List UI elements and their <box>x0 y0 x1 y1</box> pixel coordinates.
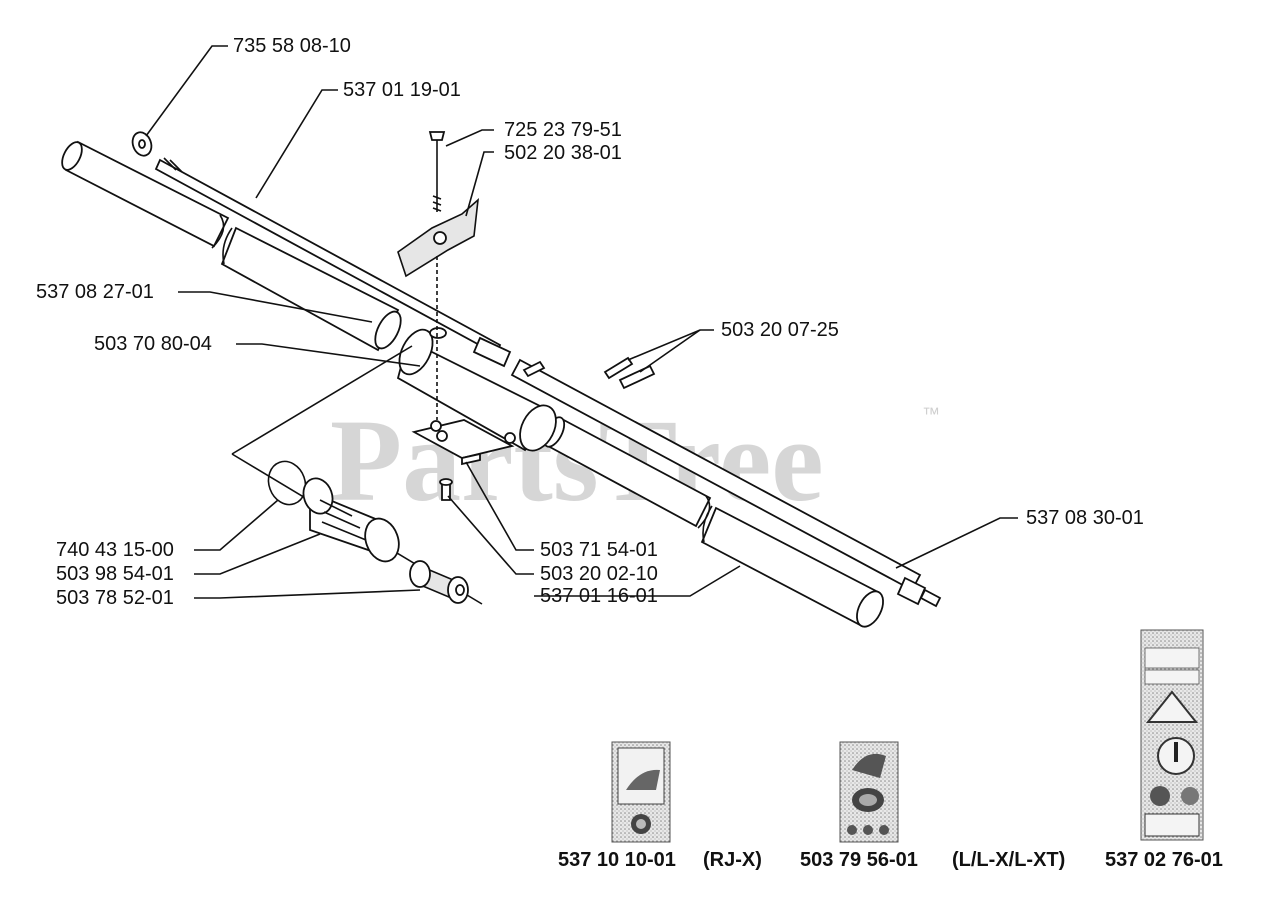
decal-variant-rj-x: (RJ-X) <box>703 849 762 871</box>
callout-537-01-19-01: 537 01 19-01 <box>343 79 461 101</box>
callout-503-78-52-01: 503 78 52-01 <box>56 587 174 609</box>
callout-537-08-30-01: 537 08 30-01 <box>1026 507 1144 529</box>
decal-rj-x <box>611 741 671 843</box>
callout-537-08-27-01: 537 08 27-01 <box>36 281 154 303</box>
callout-725-23-79-51: 725 23 79-51 <box>504 119 622 141</box>
shaft-upper-tube <box>61 140 402 352</box>
callout-503-20-07-25: 503 20 07-25 <box>721 319 839 341</box>
decal-part-537-02-76-01: 537 02 76-01 <box>1105 849 1223 871</box>
clamp-housing <box>396 327 557 452</box>
part-callouts: 735 58 08-10 537 01 19-01 725 23 79-51 5… <box>36 35 1144 609</box>
callout-502-20-38-01: 502 20 38-01 <box>504 142 622 164</box>
decal-variant-l-lx-lxt: (L/L-X/L-XT) <box>952 849 1065 871</box>
decal-safety <box>1140 629 1204 841</box>
exploded-components <box>231 345 483 605</box>
decal-part-537-10-10-01: 537 10 10-01 <box>558 849 676 871</box>
decal-part-503-79-56-01: 503 79 56-01 <box>800 849 918 871</box>
callout-735-58-08-10: 735 58 08-10 <box>233 35 351 57</box>
callout-503-71-54-01: 503 71 54-01 <box>540 539 658 561</box>
decal-captions: 537 10 10-01 (RJ-X) 503 79 56-01 (L/L-X/… <box>558 849 1223 871</box>
leader-lines <box>145 45 1018 599</box>
callout-503-70-80-04: 503 70 80-04 <box>94 333 212 355</box>
clamp-bracket <box>411 419 516 466</box>
shaft-lower-tube <box>510 358 942 628</box>
callout-537-01-16-01: 537 01 16-01 <box>540 585 658 607</box>
washer <box>131 131 153 157</box>
callout-740-43-15-00: 740 43 15-00 <box>56 539 174 561</box>
knob-assembly <box>397 131 480 420</box>
decal-l-lx-lxt <box>839 741 899 843</box>
watermark-trademark: ™ <box>922 404 940 424</box>
callout-503-98-54-01: 503 98 54-01 <box>56 563 174 585</box>
drive-shaft-rod <box>154 157 512 368</box>
callout-503-20-02-10: 503 20 02-10 <box>540 563 658 585</box>
